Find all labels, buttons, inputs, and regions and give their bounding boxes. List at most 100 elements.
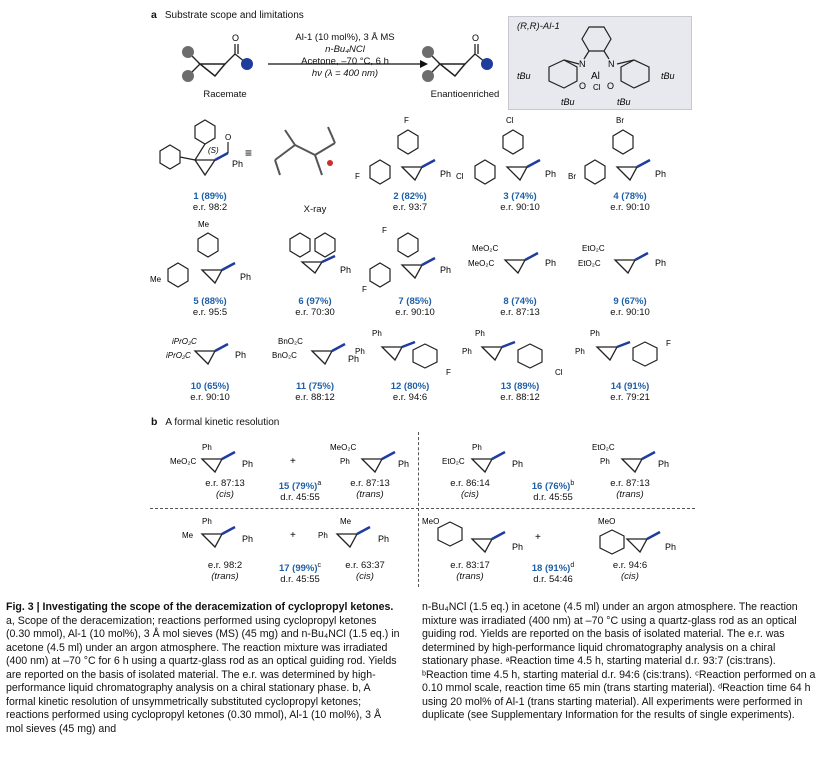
compound-2-label: 2 (82%)e.r. 93:7 [392, 191, 428, 213]
caption-right: n-Bu₄NCl (1.5 eq.) in acetone (4.5 ml) u… [422, 601, 816, 721]
s15-ester-2: MeO₂C [330, 443, 356, 452]
s17-plus: + [290, 530, 296, 541]
xray-label: X-ray [303, 204, 327, 215]
s16-ph-4: Ph [658, 459, 669, 469]
atom-o-left: O [579, 81, 586, 91]
compound-11-structure: BnO₂C BnO₂C Ph [272, 337, 359, 366]
compound-8-ester-2: MeO₂C [468, 259, 494, 268]
s17-ph-2: Ph [242, 534, 253, 544]
compound-12-label: 12 (80%)e.r. 94:6 [390, 381, 430, 403]
compound-4-label: 4 (78%)e.r. 90:10 [610, 191, 650, 213]
stereo-label: (S) [208, 146, 219, 155]
compound-12-ph-left: Ph [355, 347, 365, 356]
s17-me-1: Me [182, 531, 194, 540]
atom-n-left: N [579, 59, 586, 69]
compound-4-ph: Ph [655, 169, 666, 179]
condition-line-4: hν (λ = 400 nm) [311, 68, 379, 79]
equivalence-sign: ≡ [245, 146, 252, 160]
compound-1-structure: O Ph (S) [159, 119, 243, 177]
catalyst-structure: N N Al O O Cl tBu tBu tBu tBu [517, 26, 675, 107]
compound-14-ph-left: Ph [575, 347, 585, 356]
set-17-structures: Ph Me Ph + Me Ph Ph [182, 517, 389, 549]
compound-14-structure: Ph Ph F [575, 329, 671, 367]
compound-row-1-structures: O Ph (S) ≡ F F Ph Cl Cl Ph [159, 116, 666, 185]
compound-13-cl: Cl [555, 368, 563, 377]
compound-13-ph-left: Ph [462, 347, 472, 356]
compound-10-ester-1: iPrO₂C [172, 337, 197, 346]
compound-13-label: 13 (89%)e.r. 88:12 [500, 381, 540, 403]
compound-2-structure: F F Ph [355, 116, 451, 185]
s18-ph-2: Ph [665, 542, 676, 552]
divider-vertical [418, 432, 419, 587]
compound-1-label: 1 (89%)e.r. 98:2 [192, 191, 228, 213]
compound-6-label: 6 (97%)e.r. 70:30 [295, 296, 335, 318]
s16-ester-2: EtO₂C [592, 443, 615, 452]
s16-ph-2: Ph [512, 459, 523, 469]
s16-left-label: e.r. 86:14(cis) [450, 478, 490, 500]
compound-7-f-top: F [382, 226, 387, 235]
compound-4-br-left: Br [568, 172, 576, 181]
compound-3-label: 3 (74%)e.r. 90:10 [500, 191, 540, 213]
s17-ph-3: Ph [318, 531, 328, 540]
racemate-label: Racemate [203, 89, 247, 100]
set-15-structures: Ph MeO₂C Ph + MeO₂C Ph Ph [170, 443, 409, 474]
svg-text:O: O [225, 133, 231, 142]
compound-3-structure: Cl Cl Ph [456, 116, 556, 185]
reaction-conditions: Al-1 (10 mol%), 3 Å MS n-Bu₄NCl Acetone,… [270, 32, 420, 80]
s18-left-label: e.r. 83:17(trans) [450, 560, 490, 582]
panel-b-structures: Ph MeO₂C Ph + MeO₂C Ph Ph Ph EtO₂C Ph Et… [170, 443, 676, 555]
compound-6-ph: Ph [340, 265, 351, 275]
catalyst-label: (R,R)-Al-1 [517, 21, 560, 32]
s18-right-label: e.r. 94:6(cis) [612, 560, 648, 582]
caption-left: Fig. 3 | Investigating the scope of the … [6, 601, 401, 736]
product-molecule: O [422, 33, 493, 82]
enantioenriched-label: Enantioenriched [430, 89, 500, 100]
tbu-2: tBu [661, 71, 675, 81]
compound-12-ph-top: Ph [372, 329, 382, 338]
s15-ester-1: MeO₂C [170, 457, 196, 466]
tbu-3: tBu [561, 97, 575, 107]
panel-b-letter: b [151, 416, 158, 428]
compound-3-cl-top: Cl [506, 116, 514, 125]
svg-text:O: O [472, 33, 479, 43]
s18-ph-1: Ph [512, 542, 523, 552]
compound-2-f-top: F [404, 116, 409, 125]
compound-7-ph: Ph [440, 265, 451, 275]
compound-5-structure: Me Me Ph [150, 220, 251, 288]
compound-8-ph: Ph [545, 258, 556, 268]
catalyst-box: (R,R)-Al-1 N N Al O O Cl tBu tBu tBu tBu [508, 16, 692, 110]
atom-cl: Cl [593, 83, 601, 92]
compound-1-ph: Ph [232, 159, 243, 169]
s16-ester-1: EtO₂C [442, 457, 465, 466]
atom-al: Al [591, 71, 600, 82]
compound-13-structure: Ph Ph Cl [462, 329, 563, 377]
compound-row-3-structures: iPrO₂C iPrO₂C Ph BnO₂C BnO₂C Ph Ph Ph F … [166, 329, 671, 377]
compound-13-ph-top: Ph [475, 329, 485, 338]
tbu-4: tBu [617, 97, 631, 107]
s15-plus: + [290, 456, 296, 467]
condition-line-2: n-Bu₄NCl [325, 44, 365, 55]
compound-9-ph: Ph [655, 258, 666, 268]
set-16-structures: Ph EtO₂C Ph EtO₂C Ph Ph [442, 443, 669, 474]
condition-line-3: Acetone, –70 °C, 6 h [301, 56, 389, 67]
compound-5-label: 5 (88%)e.r. 95:5 [192, 296, 228, 318]
compound-4-br-top: Br [616, 116, 624, 125]
condition-line-1: Al-1 (10 mol%), 3 Å MS [295, 32, 395, 43]
compound-9-structure: EtO₂C EtO₂C Ph [578, 244, 666, 275]
caption-left-body: a, Scope of the deracemization; reaction… [6, 614, 400, 735]
compound-10-ph: Ph [235, 350, 246, 360]
compound-7-label: 7 (85%)e.r. 90:10 [395, 296, 435, 318]
compound-11-label: 11 (75%)e.r. 88:12 [295, 381, 335, 403]
atom-n-right: N [608, 59, 615, 69]
svg-text:O: O [232, 33, 239, 43]
compound-14-ph-top: Ph [590, 329, 600, 338]
compound-2-f-left: F [355, 172, 360, 181]
atom-o-right: O [607, 81, 614, 91]
s15-ph-3: Ph [340, 457, 350, 466]
compound-11-ester-1: BnO₂C [278, 337, 303, 346]
